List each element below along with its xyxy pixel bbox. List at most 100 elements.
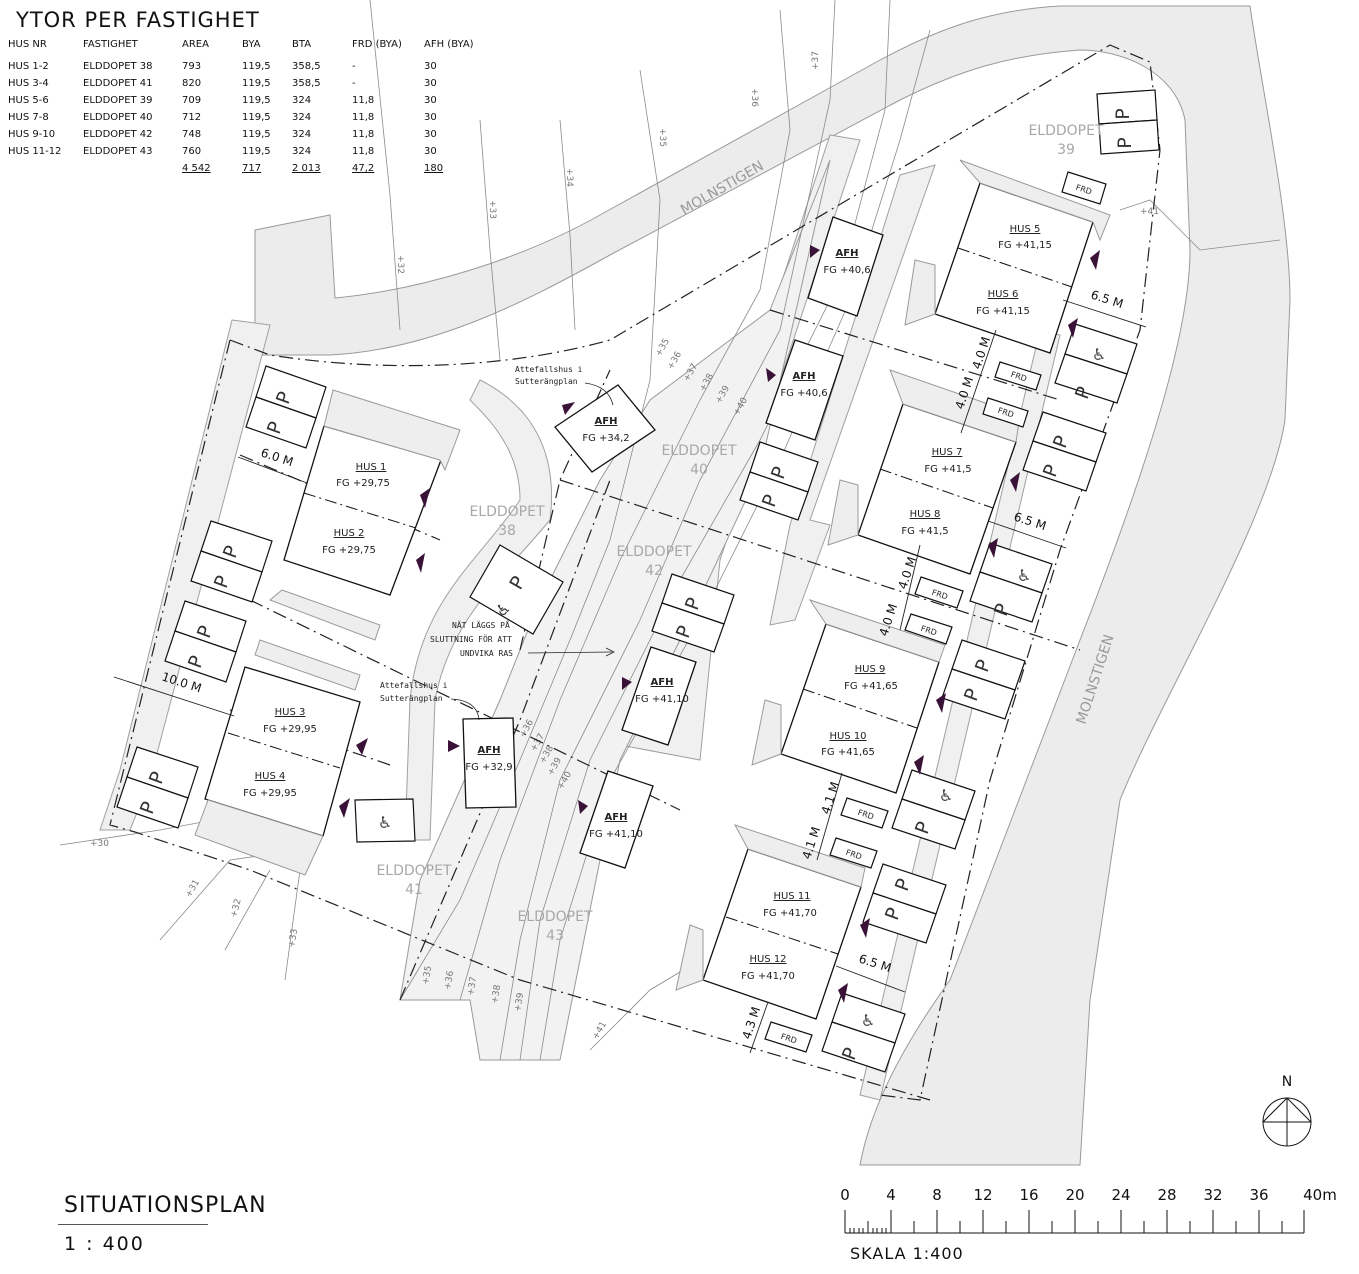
house-labels: HUS 1 FG +29,75 HUS 2 FG +29,75 HUS 3 FG… (243, 224, 1052, 982)
cell: - (352, 78, 356, 89)
cell: - (352, 61, 356, 72)
svg-text:ELDDOPET: ELDDOPET (376, 863, 452, 879)
svg-text:HUS 5: HUS 5 (1010, 224, 1041, 235)
svg-text:Attefallshus i: Attefallshus i (515, 365, 583, 374)
svg-text:39: 39 (1057, 142, 1075, 158)
contour-label: +30 (90, 839, 109, 849)
afh-box-4[interactable] (765, 339, 844, 441)
svg-text:FG +29,75: FG +29,75 (322, 545, 376, 556)
svg-text:ELDDOPET: ELDDOPET (616, 544, 692, 560)
svg-text:AFH: AFH (651, 677, 674, 688)
contour-label: +34 (564, 168, 574, 187)
property-labels: ELDDOPET 38 ELDDOPET 39 ELDDOPET 40 ELDD… (376, 123, 1104, 944)
contour-label: +33 (287, 928, 300, 948)
cell: 30 (424, 112, 437, 123)
cell: 119,5 (242, 61, 271, 72)
svg-text:FG +40,6: FG +40,6 (780, 388, 827, 399)
contour-label: +32 (229, 898, 244, 919)
svg-text:ELDDOPET: ELDDOPET (517, 909, 593, 925)
svg-text:HUS 3: HUS 3 (275, 707, 306, 718)
column-header: AFH (BYA) (424, 38, 474, 50)
title-underline (58, 1224, 208, 1225)
svg-text:UNDVIKA RAS: UNDVIKA RAS (460, 649, 513, 658)
frd-boxes (764, 171, 1107, 1053)
house-blocks (204, 182, 1094, 1020)
wheelchair-icon: ♿ (939, 786, 953, 805)
svg-text:Attefallshus i: Attefallshus i (380, 681, 448, 690)
cell: 760 (182, 146, 202, 157)
contour-label: +41 (591, 1020, 609, 1041)
contour-label: +35 (657, 128, 667, 147)
contour-label: +37 (466, 976, 479, 996)
contour-label: +41 (1140, 207, 1159, 217)
cell: 324 (292, 112, 312, 123)
accessible-parking-icons: ♿ ♿ ♿ ♿ ♿ ♿ (378, 345, 1106, 1030)
scale-bar: 0 4 8 12 16 20 24 28 32 36 40m SKALA 1:4… (840, 1186, 1337, 1263)
svg-text:ELDDOPET: ELDDOPET (1028, 123, 1104, 139)
contour-label: +36 (666, 350, 684, 372)
svg-text:4.0 M: 4.0 M (896, 555, 920, 591)
svg-text:HUS 6: HUS 6 (988, 289, 1019, 300)
svg-text:AFH: AFH (478, 745, 501, 756)
svg-text:P: P (1114, 137, 1136, 148)
table-totals-row: 4 542 717 2 013 47,2 180 (8, 160, 484, 177)
cell: ELDDOPET 43 (83, 146, 153, 157)
svg-text:0: 0 (840, 1186, 850, 1204)
drive-right-upper (769, 164, 936, 626)
svg-text:6.5 M: 6.5 M (857, 952, 893, 976)
cell: ELDDOPET 41 (83, 78, 153, 89)
svg-text:FG +41,10: FG +41,10 (635, 694, 689, 705)
roads (254, 5, 1291, 1166)
svg-text:FG +29,95: FG +29,95 (243, 788, 297, 799)
svg-text:FG +40,6: FG +40,6 (823, 265, 870, 276)
cell: 30 (424, 129, 437, 140)
afh-box-2[interactable] (462, 717, 517, 809)
svg-text:40: 40 (690, 462, 708, 478)
cell: ELDDOPET 42 (83, 129, 153, 140)
afh-box-1[interactable] (554, 384, 656, 473)
svg-text:ELDDOPET: ELDDOPET (661, 443, 737, 459)
svg-text:NÄT LÄGGS PÅ: NÄT LÄGGS PÅ (452, 619, 510, 630)
entrance-markers (339, 245, 1100, 1003)
total-frd: 47,2 (352, 163, 375, 174)
contour-label: +36 (749, 88, 759, 107)
total-bta: 2 013 (292, 163, 321, 174)
road-molnstigen-north (254, 5, 1291, 1166)
cell: 119,5 (242, 78, 271, 89)
contour-label: +35 (421, 965, 434, 985)
cell: 119,5 (242, 112, 271, 123)
afh-box-6[interactable] (579, 770, 654, 869)
cell: 30 (424, 95, 437, 106)
svg-text:6.5 M: 6.5 M (1012, 510, 1048, 534)
column-header: HUS NR (8, 38, 47, 50)
svg-text:HUS 7: HUS 7 (932, 447, 963, 458)
svg-text:8: 8 (932, 1186, 942, 1204)
afh-box-5[interactable] (621, 646, 697, 746)
cell: ELDDOPET 40 (83, 112, 153, 123)
cell: HUS 3-4 (8, 78, 49, 89)
svg-text:6.5 M: 6.5 M (1089, 288, 1125, 312)
cell: 30 (424, 78, 437, 89)
svg-text:4: 4 (886, 1186, 896, 1204)
cell: 11,8 (352, 146, 375, 157)
svg-text:HUS 9: HUS 9 (855, 664, 886, 675)
cell: 358,5 (292, 78, 321, 89)
contour-label: +32 (395, 255, 405, 274)
cell: 709 (182, 95, 202, 106)
total-bya: 717 (242, 163, 262, 174)
column-header: BYA (242, 38, 261, 50)
svg-text:12: 12 (973, 1186, 992, 1204)
cell: HUS 7-8 (8, 112, 49, 123)
svg-text:FG +41,65: FG +41,65 (821, 747, 875, 758)
afh-box-3[interactable] (807, 216, 884, 317)
area-table-title: YTOR PER FASTIGHET (16, 8, 260, 32)
wheelchair-icon: ♿ (1092, 345, 1106, 364)
svg-text:FG +41,5: FG +41,5 (924, 464, 971, 475)
svg-text:AFH: AFH (595, 416, 618, 427)
svg-text:Sutterängplan: Sutterängplan (380, 694, 443, 703)
cell: ELDDOPET 39 (83, 95, 153, 106)
cell: 11,8 (352, 129, 375, 140)
